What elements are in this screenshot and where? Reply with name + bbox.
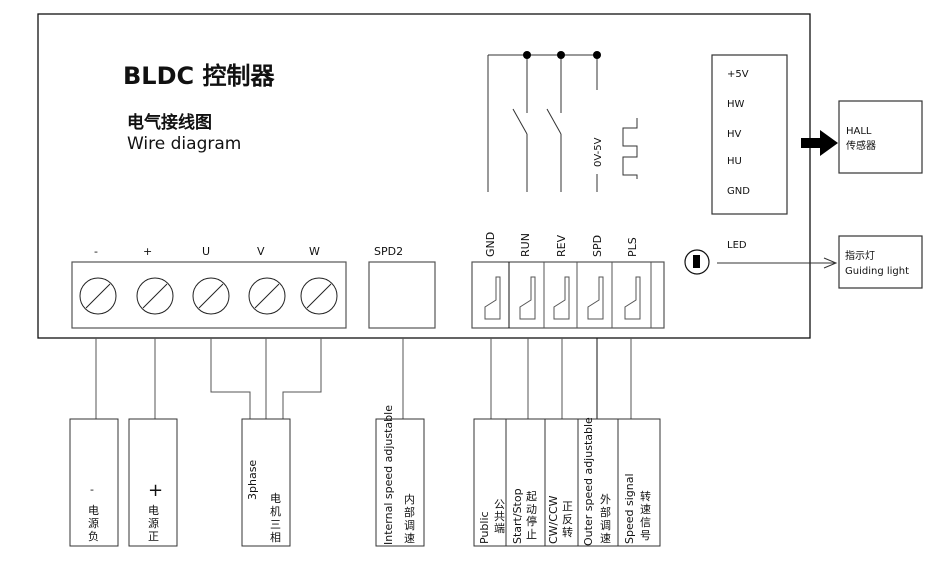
- power-pos-cn: 电: [148, 504, 159, 517]
- speed-signal-cn: 速: [640, 503, 651, 516]
- pulse-signal-icon: [622, 118, 638, 179]
- cw-ccw-cn: 转: [562, 525, 573, 539]
- start-stop-cn: 动: [526, 503, 537, 516]
- hall-pin-hu: HU: [727, 156, 742, 167]
- motor-cn: 机: [270, 504, 281, 518]
- screw-terminal-neg: [79, 277, 117, 315]
- terminal-label-v: V: [257, 245, 265, 258]
- cw-ccw-cn: 反: [562, 513, 573, 526]
- screw-terminal-pos: [136, 277, 174, 315]
- speed-signal-cn: 号: [640, 529, 651, 542]
- power-neg-cn: 源: [88, 516, 99, 530]
- power-neg-cn: 电: [88, 504, 99, 517]
- outer-speed-cn: 外: [600, 493, 611, 506]
- spd2-box: [368, 261, 436, 329]
- signal-label-rev: REV: [555, 234, 568, 257]
- signal-boxes: [473, 418, 661, 547]
- internal-speed-cn: 部: [404, 505, 415, 519]
- screw-terminal-v: [248, 277, 286, 315]
- power-pos-cn: 正: [148, 530, 159, 543]
- terminal-label-u: U: [202, 245, 210, 258]
- cw-ccw-cn: 正: [562, 500, 573, 513]
- screw-terminal-w: [300, 277, 338, 315]
- power-pos-symbol: +: [148, 480, 163, 501]
- signal-terminal-block: [471, 261, 665, 329]
- power-terminal-block: [71, 261, 347, 329]
- latch-icon-rev: [553, 276, 570, 320]
- switch-network: [487, 54, 638, 192]
- public-en: Public: [478, 511, 491, 544]
- internal-speed-cn: 速: [404, 532, 415, 545]
- wires: [95, 338, 632, 419]
- internal-speed-cn: 内: [404, 492, 415, 506]
- screw-terminal-u: [192, 277, 230, 315]
- indicator-box: [838, 235, 923, 289]
- junction-dot: [593, 51, 601, 59]
- power-neg-symbol: -: [90, 483, 94, 496]
- indicator-label-en: Guiding light: [845, 266, 909, 277]
- hall-sensor-label-en: HALL: [846, 126, 872, 137]
- voltage-range-label: 0V-5V: [593, 137, 604, 167]
- speed-signal-cn: 信: [640, 516, 651, 529]
- hall-pin-hv: HV: [727, 129, 742, 140]
- cw-ccw-en: CW/CCW: [547, 495, 560, 544]
- led-icon-core: [693, 255, 700, 268]
- signal-label-gnd: GND: [484, 232, 497, 257]
- signal-label-pls: PLS: [626, 237, 639, 257]
- spd2-label: SPD2: [374, 245, 403, 258]
- motor-cn: 电: [270, 492, 281, 505]
- motor-3phase-box: [241, 418, 291, 547]
- hall-pin-5v: +5V: [727, 69, 749, 80]
- outer-speed-cn: 速: [600, 532, 611, 545]
- motor-cn: 三: [270, 518, 281, 531]
- outer-speed-cn: 调: [600, 519, 611, 532]
- power-neg-cn: 负: [88, 529, 99, 543]
- internal-speed-cn: 调: [404, 519, 415, 532]
- arrowhead-icon: [823, 257, 838, 269]
- latch-icon-pls: [624, 276, 641, 320]
- public-cn: 公: [494, 498, 505, 511]
- hall-pin-gnd: GND: [727, 186, 750, 197]
- start-stop-cn: 止: [526, 528, 537, 541]
- subtitle-cn: 电气接线图: [127, 112, 212, 133]
- outer-speed-en: Outer speed adjustable: [582, 417, 595, 546]
- indicator-label-cn: 指示灯: [845, 249, 875, 262]
- latch-icon-run: [519, 276, 536, 320]
- public-cn: 共: [494, 510, 505, 523]
- public-cn: 端: [494, 522, 505, 535]
- start-stop-en: Start/Stop: [511, 488, 524, 544]
- controller-box: [37, 13, 811, 339]
- hall-pin-box: [711, 54, 788, 215]
- junction-dot: [557, 51, 565, 59]
- hall-sensor-box: [838, 100, 923, 174]
- latch-icon-spd: [587, 276, 604, 320]
- junction-dot: [523, 51, 531, 59]
- power-pos-cn: 源: [148, 516, 159, 530]
- speed-signal-cn: 转: [640, 489, 651, 503]
- hall-pin-hw: HW: [727, 99, 745, 110]
- speed-signal-en: Speed signal: [623, 473, 636, 544]
- led-icon: [684, 249, 710, 275]
- internal-speed-box: [375, 418, 425, 547]
- subtitle-en: Wire diagram: [127, 134, 241, 154]
- internal-speed-en: Internal speed adjustable: [382, 405, 395, 545]
- power-pos-box: [128, 418, 178, 547]
- hall-sensor-label-cn: 传感器: [846, 139, 876, 152]
- latch-icon-gnd: [484, 276, 501, 320]
- terminal-label-pos: +: [143, 245, 152, 258]
- terminal-label-neg: -: [94, 245, 98, 258]
- title: BLDC 控制器: [123, 62, 275, 90]
- power-neg-box: [69, 418, 119, 547]
- motor-cn: 相: [270, 531, 281, 544]
- motor-en: 3phase: [246, 460, 259, 500]
- start-stop-cn: 停: [526, 514, 537, 528]
- led-label: LED: [727, 240, 747, 251]
- signal-label-spd: SPD: [591, 235, 604, 257]
- arrow-right-icon: [801, 130, 838, 156]
- terminal-label-w: W: [309, 245, 320, 258]
- start-stop-cn: 起: [526, 490, 537, 503]
- signal-label-run: RUN: [519, 233, 532, 257]
- outer-speed-cn: 部: [600, 505, 611, 519]
